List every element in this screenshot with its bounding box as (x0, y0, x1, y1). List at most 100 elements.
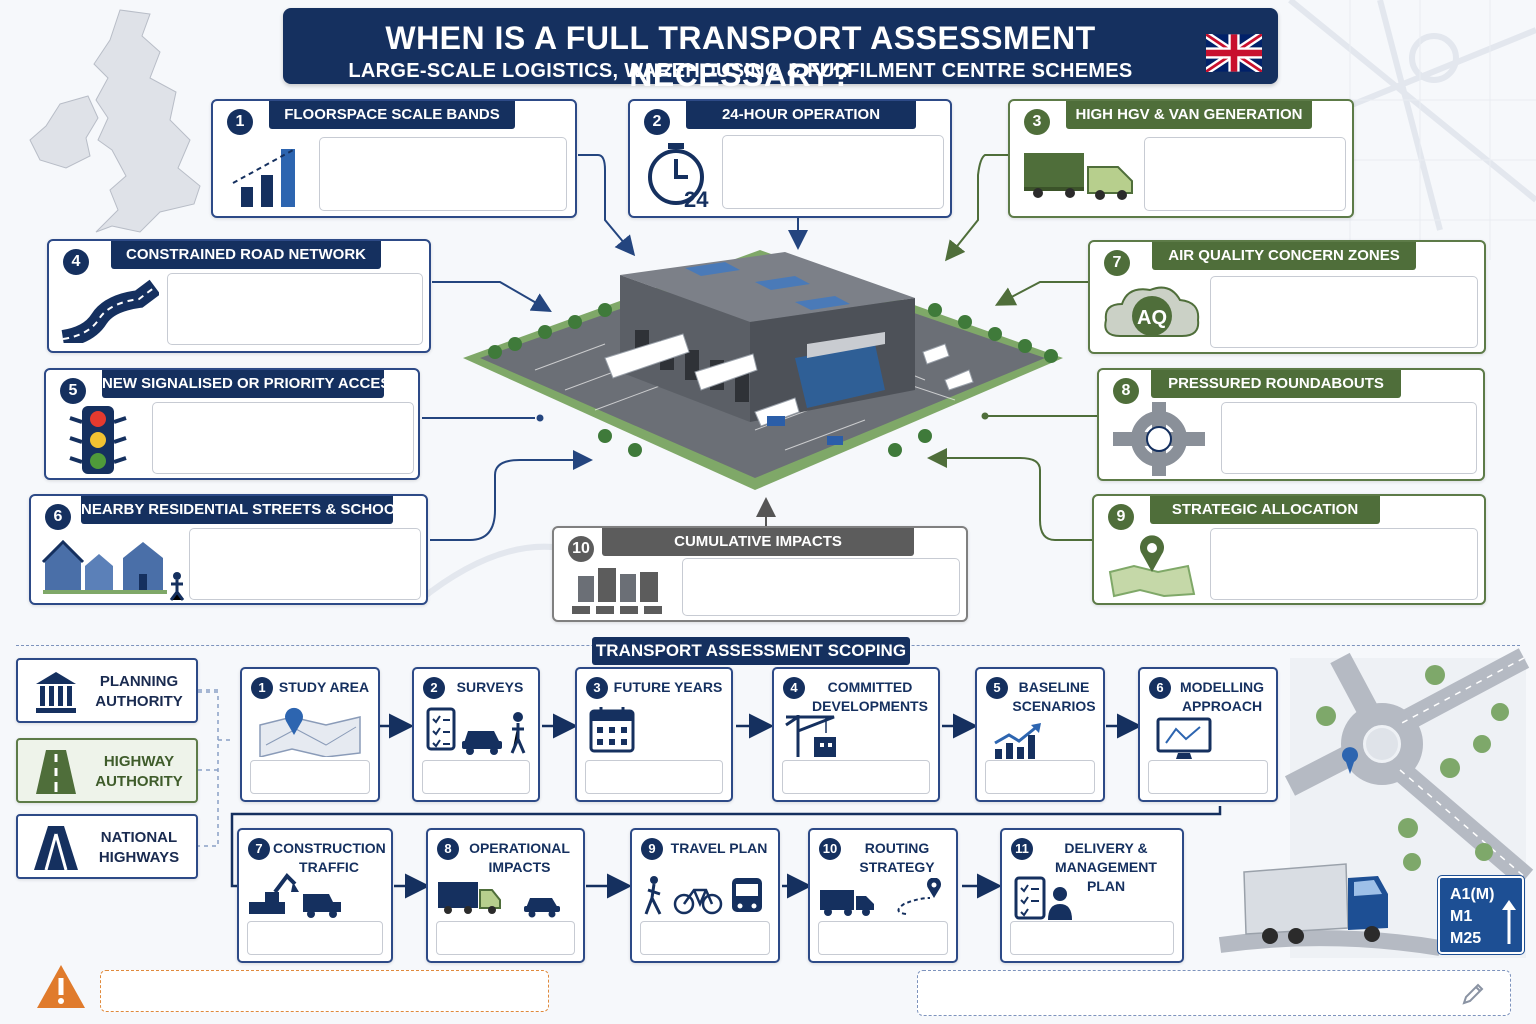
criterion-title: NEW SIGNALISED OR PRIORITY ACCESS (102, 370, 400, 398)
criterion-value-slot[interactable] (1210, 276, 1478, 348)
step-label: CONSTRUCTION TRAFFIC (273, 840, 386, 875)
criterion-title: FLOORSPACE SCALE BANDS (269, 101, 515, 129)
criterion-number: 10 (568, 536, 594, 562)
criterion-value-slot[interactable] (1210, 528, 1478, 600)
criterion-number: 6 (45, 504, 71, 530)
crane-icon (785, 715, 836, 757)
road-sign-line: M1 (1450, 908, 1473, 925)
step-number: 9 (641, 838, 663, 860)
walk-bike-bus-icon (644, 876, 762, 915)
step-label: MODELLING APPROACH (1180, 679, 1264, 714)
criterion-value-slot[interactable] (189, 528, 421, 600)
criterion-value-slot[interactable] (722, 135, 944, 209)
uk-flag-icon (1206, 34, 1262, 72)
up-arrow-icon (1502, 900, 1516, 944)
criterion-value-slot[interactable] (1144, 137, 1346, 211)
criterion-title: AIR QUALITY CONCERN ZONES (1152, 242, 1416, 270)
government-building-icon (36, 672, 76, 713)
truck-car-icon (438, 882, 560, 918)
step-label: DELIVERY & MANAGEMENT PLAN (1055, 840, 1157, 894)
scoping-step-routing-strategy: 10 ROUTING STRATEGY (808, 828, 958, 963)
motorway-icon (34, 826, 78, 871)
title-banner: WHEN IS A FULL TRANSPORT ASSESSMENT NECE… (283, 8, 1278, 93)
scoping-step-delivery-management-plan: 11 DELIVERY & MANAGEMENT PLAN (1000, 828, 1184, 963)
step-value-slot[interactable] (422, 760, 530, 794)
road-sign-line: A1(M) (1450, 886, 1495, 903)
criterion-card-cumulative: 10 CUMULATIVE IMPACTS (552, 526, 968, 622)
step-value-slot[interactable] (250, 760, 370, 794)
step-number: 7 (248, 838, 270, 860)
map-location-icon (259, 707, 361, 757)
connector-arrows (422, 154, 1097, 541)
criterion-card-signalised-access: 5 NEW SIGNALISED OR PRIORITY ACCESS (44, 368, 420, 480)
step-label: FUTURE YEARS (613, 679, 723, 695)
step-value-slot[interactable] (782, 760, 930, 794)
excavator-truck-icon (249, 872, 341, 918)
criterion-number: 5 (60, 378, 86, 404)
authority-highway: HIGHWAY AUTHORITY (16, 738, 198, 803)
criterion-number: 2 (644, 109, 670, 135)
page-title: WHEN IS A FULL TRANSPORT ASSESSMENT NECE… (385, 20, 1096, 93)
criterion-number: 4 (63, 249, 89, 275)
scoping-step-future-years: 3 FUTURE YEARS (575, 667, 733, 802)
pencil-icon[interactable] (1460, 981, 1486, 1007)
step-number: 5 (986, 677, 1008, 699)
monitor-network-icon (1156, 717, 1212, 759)
bar-chart-icon (232, 148, 296, 207)
step-value-slot[interactable] (985, 760, 1095, 794)
warning-note-field[interactable] (100, 970, 549, 1012)
criterion-number: 8 (1113, 378, 1139, 404)
scoping-step-modelling-approach: 6 MODELLING APPROACH (1138, 667, 1278, 802)
criterion-card-floorspace: 1 FLOORSPACE SCALE BANDS (211, 99, 577, 218)
road-sign-line: M25 (1450, 930, 1482, 947)
step-value-slot[interactable] (1148, 760, 1268, 794)
criterion-number: 3 (1024, 109, 1050, 135)
step-value-slot[interactable] (585, 760, 723, 794)
step-label: BASELINE SCENARIOS (1012, 679, 1096, 714)
city-traffic-icon (572, 568, 662, 614)
step-value-slot[interactable] (1010, 921, 1174, 955)
truck-route-icon (820, 878, 941, 916)
criterion-number: 9 (1108, 504, 1134, 530)
authority-label: PLANNING AUTHORITY (95, 673, 183, 710)
step-number: 10 (819, 838, 841, 860)
step-number: 3 (586, 677, 608, 699)
step-value-slot[interactable] (436, 921, 575, 955)
step-number: 6 (1149, 677, 1171, 699)
map-pin-icon (1108, 535, 1196, 598)
road-icon (36, 750, 76, 794)
lorry-illustration (1243, 863, 1388, 944)
clipboard-person-icon (1014, 876, 1072, 920)
step-label: ROUTING STRATEGY (859, 840, 935, 875)
aq-label: AQ (1137, 307, 1167, 329)
authority-label: HIGHWAY AUTHORITY (95, 753, 183, 790)
authority-national-highways: NATIONAL HIGHWAYS (16, 814, 198, 879)
criterion-title: 24-HOUR OPERATION (686, 101, 916, 129)
clipboard-car-pedestrian-icon (426, 707, 526, 755)
step-value-slot[interactable] (247, 921, 383, 955)
motorway-road-sign: A1(M) M1 M25 (1437, 875, 1525, 955)
criterion-value-slot[interactable] (319, 137, 567, 211)
clock-24-label: 24 (684, 187, 709, 212)
step-value-slot[interactable] (640, 921, 770, 955)
scoping-step-surveys: 2 SURVEYS (412, 667, 540, 802)
step-value-slot[interactable] (818, 921, 948, 955)
scoping-step-study-area: 1 STUDY AREA (240, 667, 380, 802)
criterion-title: NEARBY RESIDENTIAL STREETS & SCHOOLS (81, 496, 415, 524)
notes-field[interactable] (917, 970, 1511, 1016)
criterion-card-24-hour: 2 24-HOUR OPERATION 24 (628, 99, 952, 218)
criterion-value-slot[interactable] (682, 558, 960, 616)
roundabout-icon (1113, 402, 1205, 476)
uk-map-icon (29, 9, 201, 233)
criterion-value-slot[interactable] (1221, 402, 1477, 474)
criterion-value-slot[interactable] (167, 273, 423, 345)
criterion-value-slot[interactable] (152, 402, 414, 474)
scoping-title: TRANSPORT ASSESSMENT SCOPING (592, 637, 910, 665)
air-quality-cloud-icon: AQ (1104, 286, 1200, 337)
criterion-title: HIGH HGV & VAN GENERATION (1066, 101, 1312, 129)
criterion-card-air-quality: 7 AIR QUALITY CONCERN ZONES AQ (1088, 240, 1486, 354)
criterion-card-strategic-allocation: 9 STRATEGIC ALLOCATION (1092, 494, 1486, 605)
step-number: 11 (1011, 838, 1033, 860)
scoping-step-travel-plan: 9 TRAVEL PLAN (630, 828, 780, 963)
calendar-icon (589, 707, 635, 753)
